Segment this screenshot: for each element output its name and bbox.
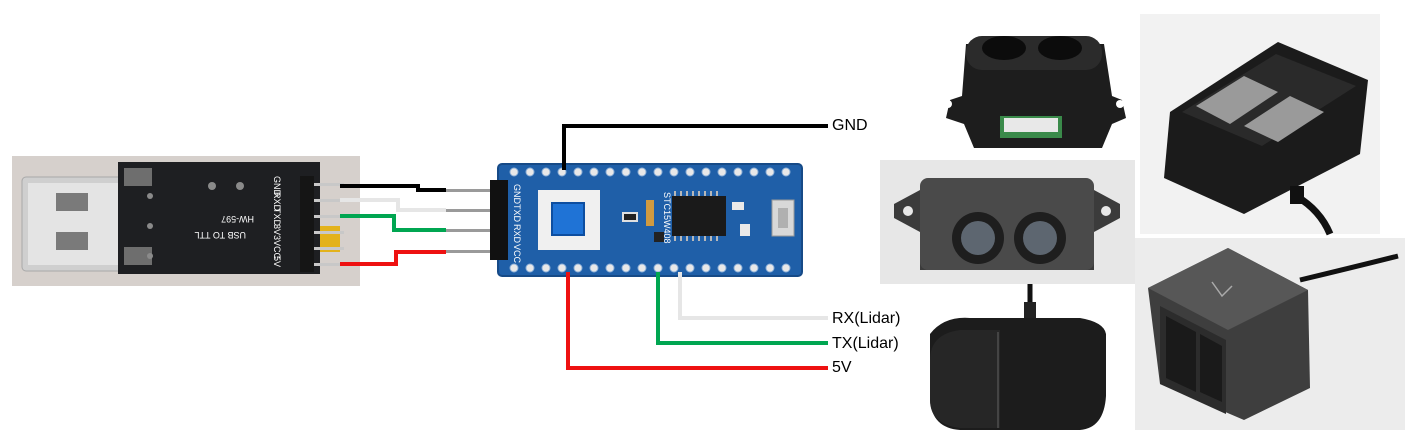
lidar-round-black-with-cable xyxy=(910,284,1130,440)
gnd-label: GND xyxy=(832,117,868,134)
mcu-wires xyxy=(562,124,828,370)
adapter-silkscreen-2: HW-597 xyxy=(221,214,254,224)
wire-gnd xyxy=(340,184,446,192)
tx-lidar-label: TX(Lidar) xyxy=(832,335,899,352)
wire-rx xyxy=(340,198,446,212)
mcu-label-vcc: VCC xyxy=(512,244,522,264)
mcu-chip-label: STC15W408 xyxy=(662,192,672,244)
mcu-reset-button xyxy=(538,190,600,250)
mcu-board: GND TXD RXD VCC STC15W408 xyxy=(490,163,803,277)
mcu-label-rxd: RXD xyxy=(512,224,522,244)
usb-plug xyxy=(21,176,133,272)
mcu-label-txd: TXD xyxy=(512,204,522,223)
mcu-left-pins xyxy=(446,189,496,253)
adapter-silkscreen-1: USB TO TTL xyxy=(194,230,246,240)
adapter-pin-5v: 5V xyxy=(272,256,282,267)
lidar-grey-front-view xyxy=(880,160,1135,284)
wire-5v xyxy=(340,250,446,266)
adapter-wires xyxy=(340,184,446,266)
adapter-pin-3v3: 3V3 xyxy=(272,224,282,240)
mcu-label-gnd: GND xyxy=(512,184,522,205)
lidar-mini-black-top-view xyxy=(925,18,1140,158)
usb-ttl-adapter: USB TO TTL HW-597 GND RXD TXD 3V3 VCC 5V xyxy=(12,156,360,286)
5v-label: 5V xyxy=(832,359,852,376)
wire-rx-out xyxy=(678,272,828,320)
adapter-pin-txd: TXD xyxy=(272,208,282,227)
lidar-square-black-module xyxy=(1140,14,1380,236)
wire-tx xyxy=(340,214,446,232)
adapter-pin-gnd: GND xyxy=(272,176,282,197)
wire-5v-out xyxy=(566,272,828,370)
wire-gnd-out xyxy=(562,124,828,170)
adapter-pin-vcc: VCC xyxy=(272,240,282,260)
wire-tx-out xyxy=(656,272,828,345)
adapter-pin-rxd: RXD xyxy=(272,192,282,212)
mcu-chip xyxy=(672,196,726,236)
lidar-grey-cube-with-cable xyxy=(1135,238,1405,430)
rx-lidar-label: RX(Lidar) xyxy=(832,310,901,327)
